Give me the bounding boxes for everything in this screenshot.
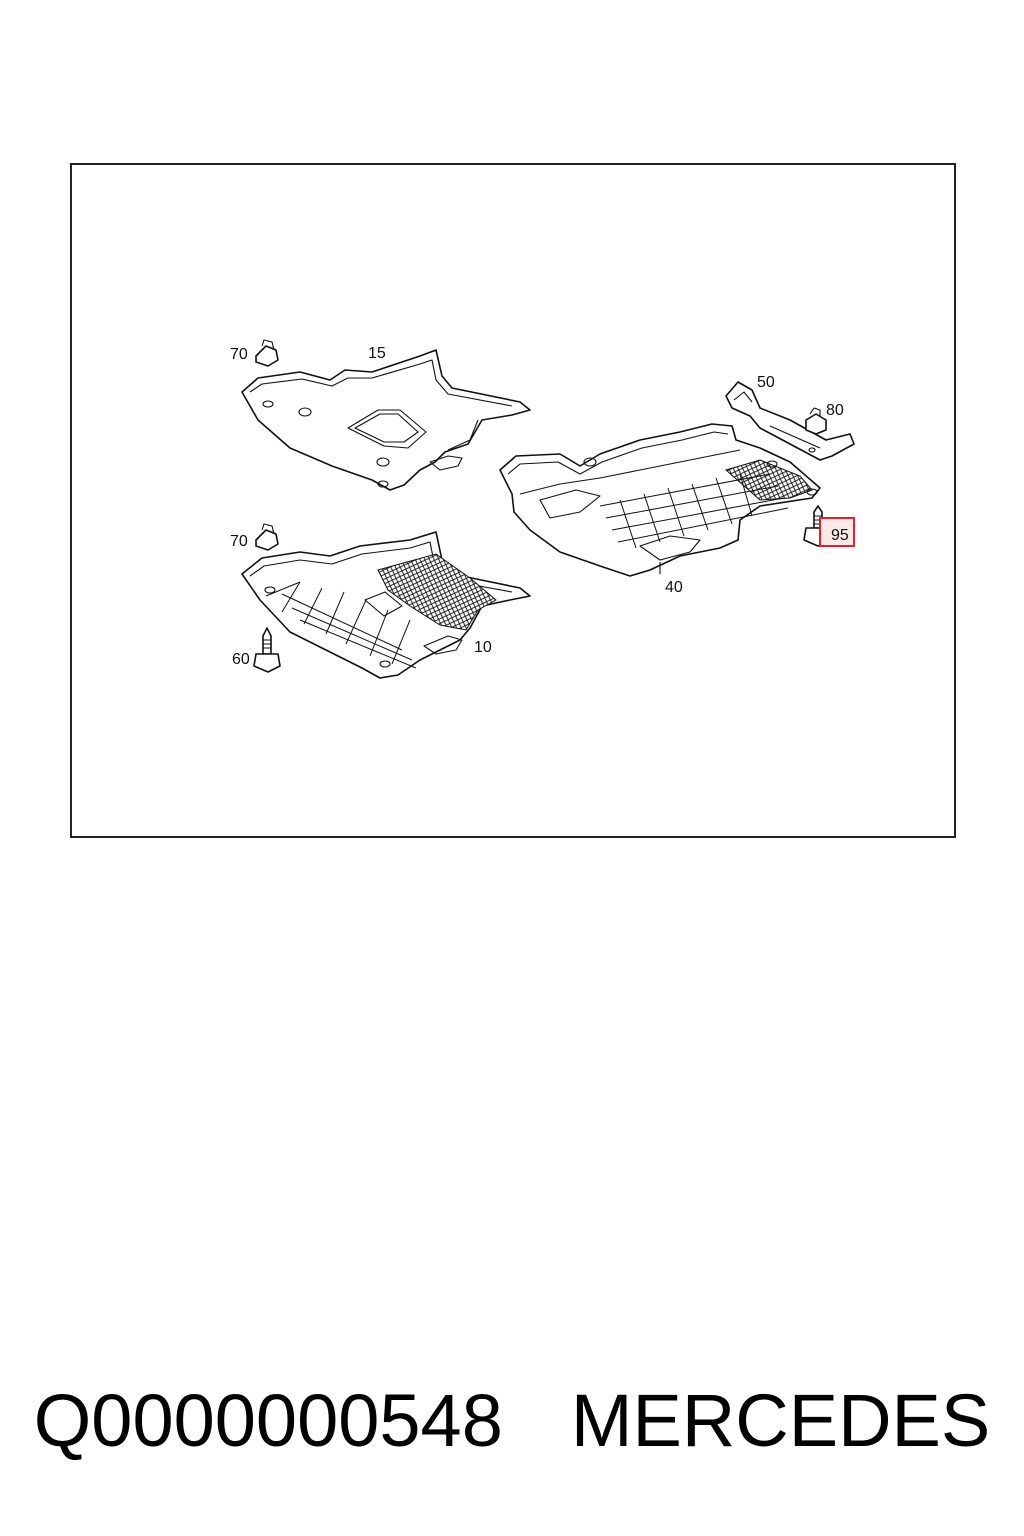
callout-70-upper: 70 xyxy=(230,346,248,363)
part-10-panel xyxy=(241,531,531,679)
part-number: Q0000000548 xyxy=(33,1378,503,1462)
callout-50: 50 xyxy=(757,374,775,391)
part-10-grid xyxy=(265,581,417,669)
callout-40: 40 xyxy=(665,579,683,596)
part-15-panel xyxy=(241,349,531,491)
callout-70-lower: 70 xyxy=(230,533,248,550)
part-80-clip xyxy=(805,407,827,435)
part-60-screw xyxy=(253,627,281,673)
brand-name: MERCEDES xyxy=(570,1378,991,1462)
callout-60: 60 xyxy=(232,651,250,668)
part-40-panel xyxy=(499,423,821,577)
callout-15: 15 xyxy=(368,345,386,362)
part-40-grid xyxy=(599,473,789,549)
footer-caption: Q0000000548 MERCEDES xyxy=(0,1375,1024,1465)
callout-10: 10 xyxy=(474,639,492,656)
callout-80: 80 xyxy=(826,402,844,419)
part-50-bracket xyxy=(725,381,855,461)
callout-95[interactable]: 95 xyxy=(831,527,849,544)
part-70-clip-upper xyxy=(255,339,279,367)
part-70-clip-lower xyxy=(255,523,279,551)
callout-95-highlight[interactable] xyxy=(819,517,855,547)
